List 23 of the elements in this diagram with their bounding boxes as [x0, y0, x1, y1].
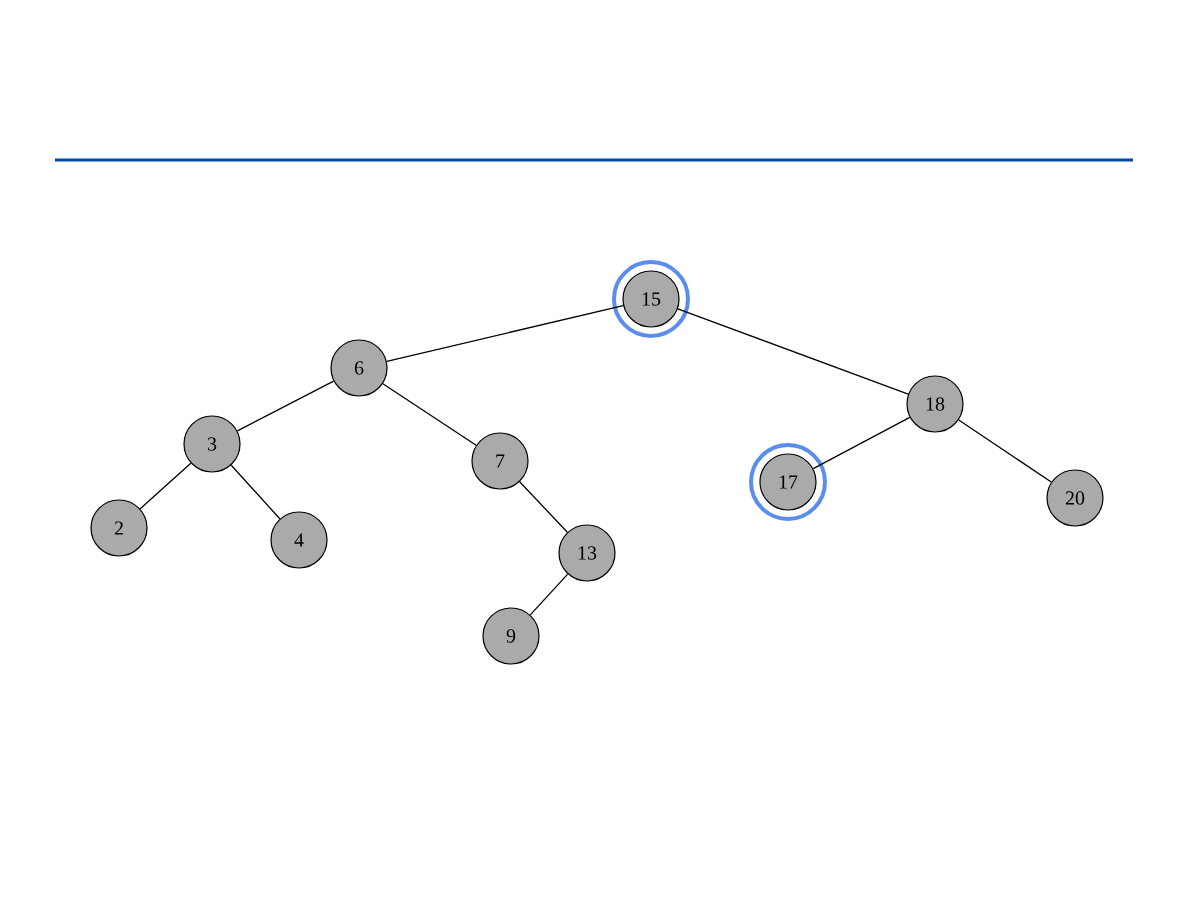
tree-node: 2 — [90, 499, 148, 557]
tree-edge — [812, 416, 911, 470]
tree-edge — [382, 383, 477, 446]
tree-node: 4 — [270, 511, 328, 569]
tree-edge — [139, 462, 192, 510]
tree-edge — [236, 380, 335, 432]
tree-node: 9 — [482, 607, 540, 665]
tree-node: 17 — [759, 453, 817, 511]
tree-node: 7 — [471, 432, 529, 490]
tree-node: 15 — [622, 270, 680, 328]
tree-edge — [958, 419, 1052, 483]
tree-node: 20 — [1046, 469, 1104, 527]
tree-node: 13 — [558, 524, 616, 582]
highlight-ring — [612, 260, 690, 338]
tree-edge — [677, 308, 909, 395]
tree-node: 3 — [183, 415, 241, 473]
tree-edge — [230, 464, 281, 520]
highlight-ring — [749, 443, 827, 521]
tree-node: 6 — [330, 339, 388, 397]
tree-edge — [529, 573, 569, 616]
tree-edge — [519, 481, 568, 533]
tree-node: 18 — [906, 375, 964, 433]
tree-edge — [386, 304, 624, 363]
